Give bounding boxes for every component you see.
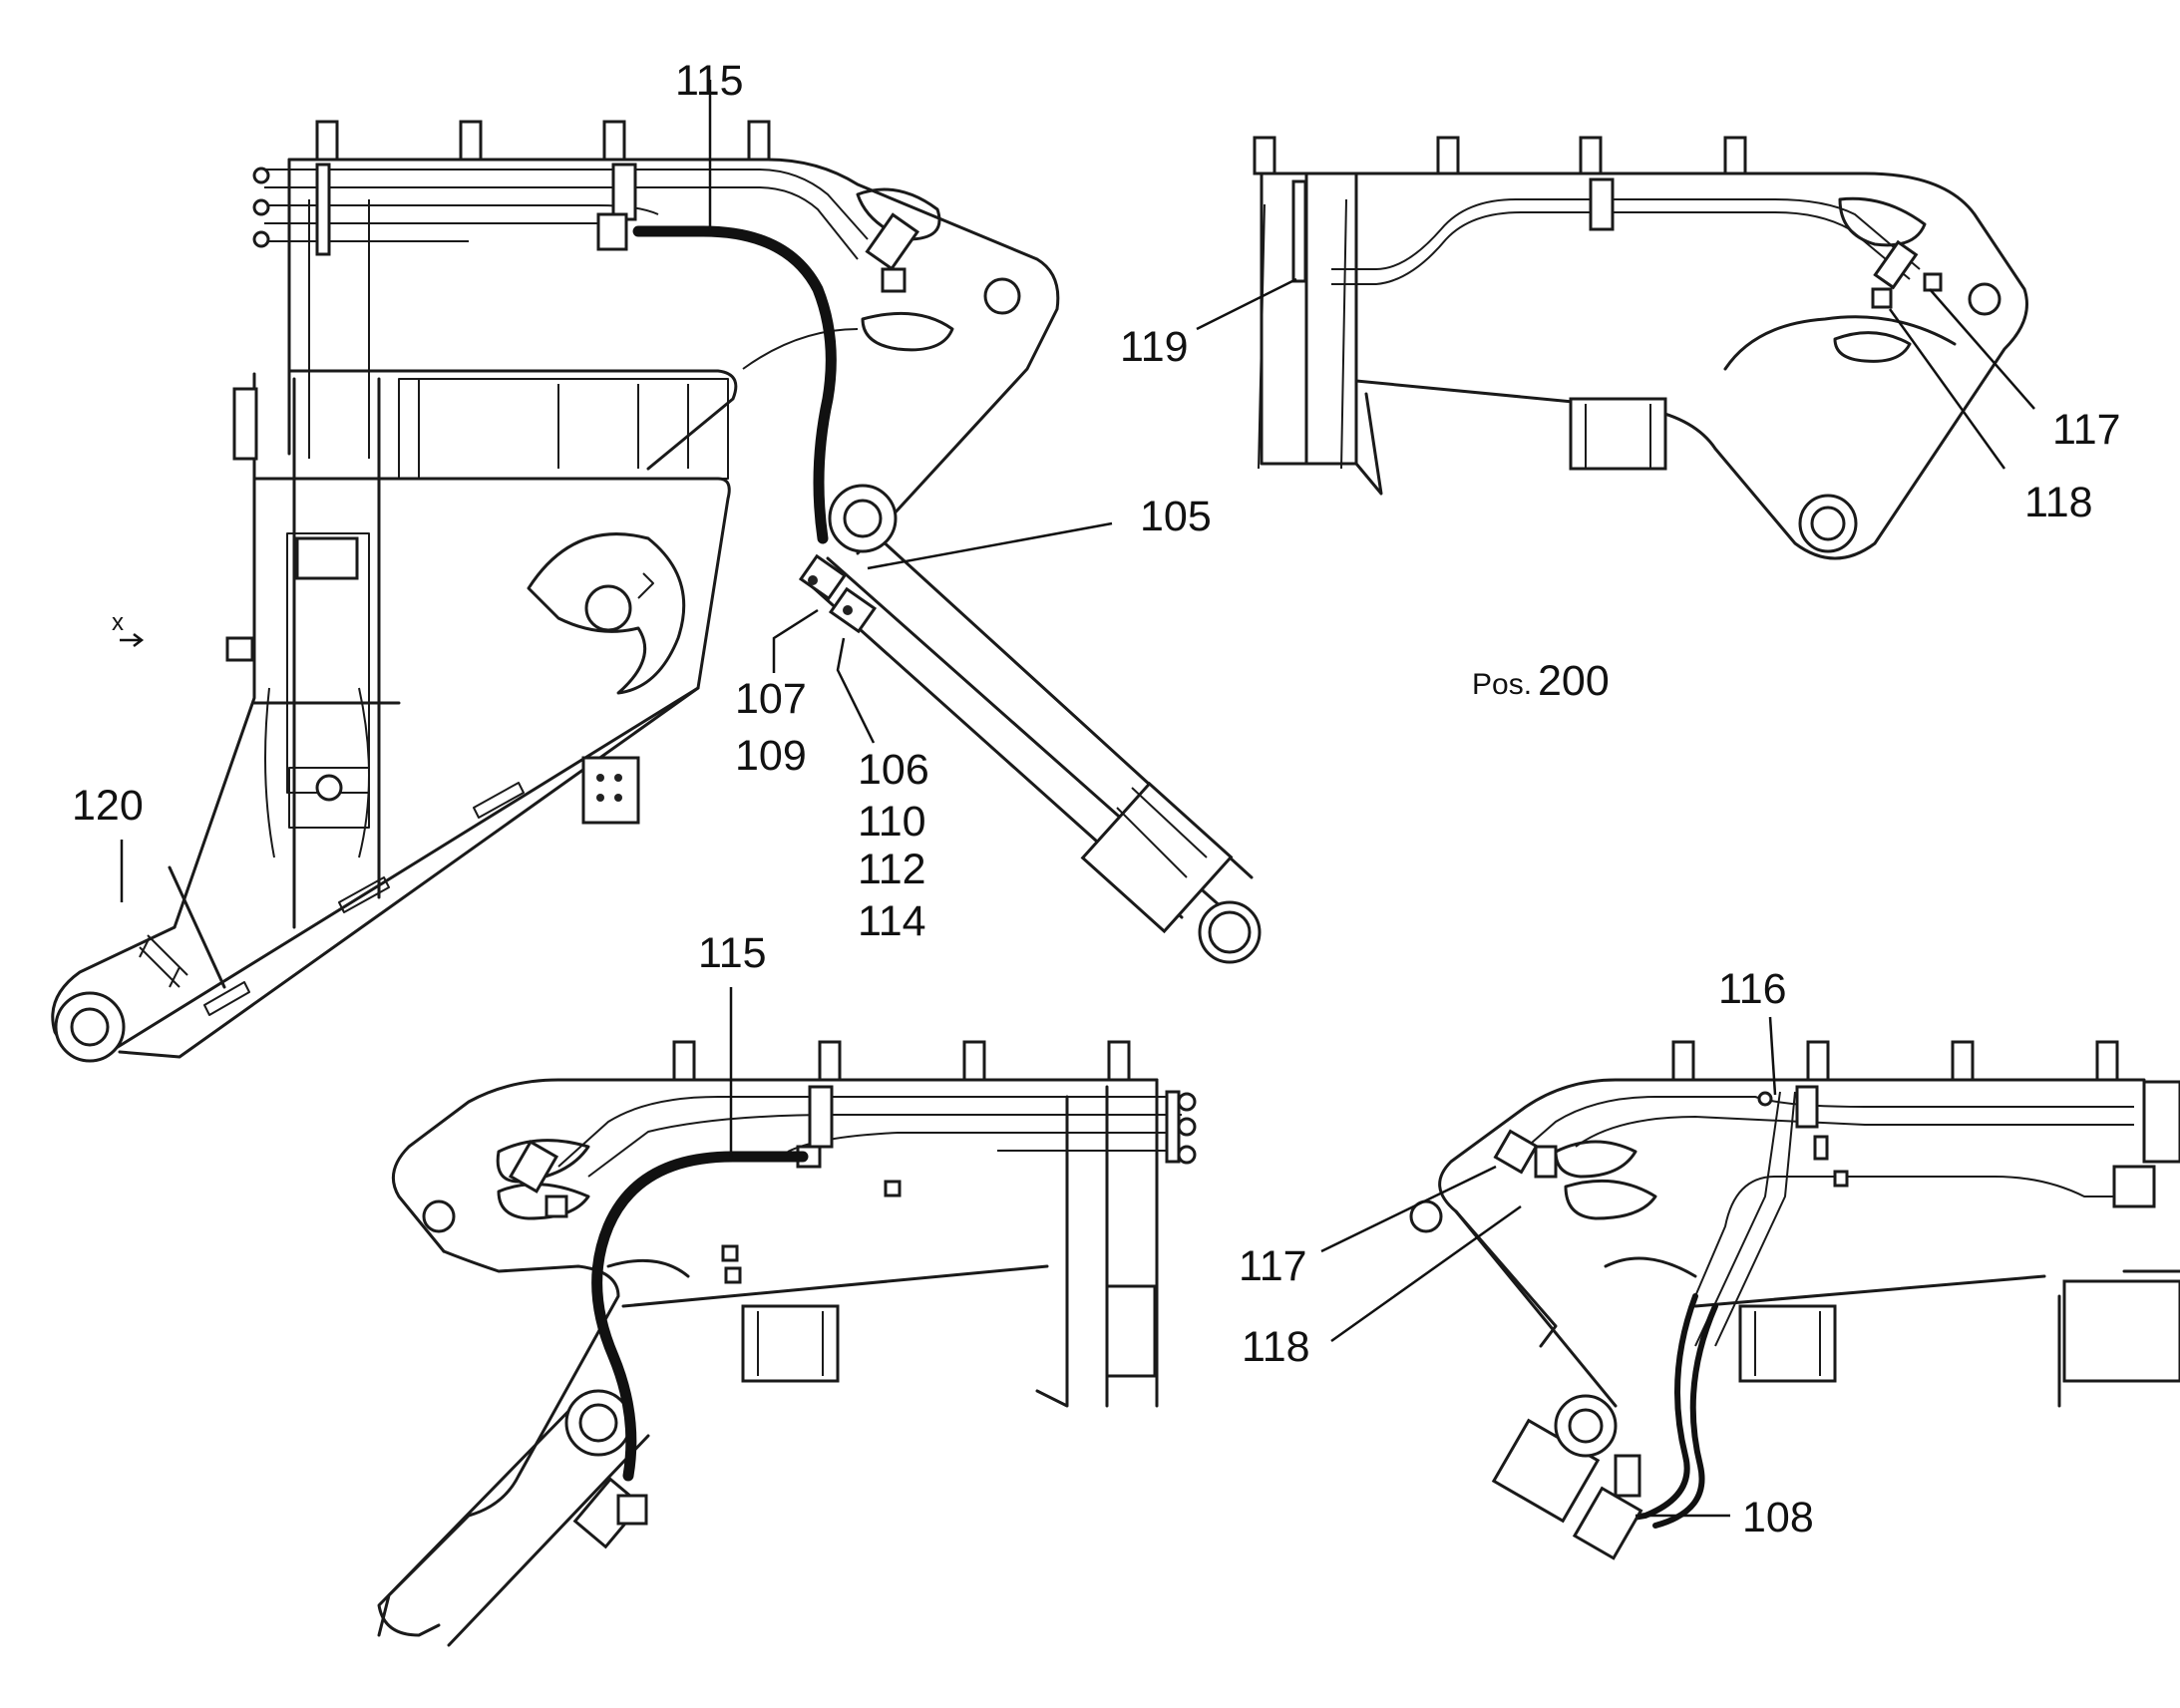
- label-114: 114: [858, 897, 926, 945]
- label-105: 105: [1140, 493, 1212, 540]
- view-lower-middle: 115: [377, 929, 1197, 1647]
- label-118-bottom: 118: [1242, 1323, 1310, 1371]
- label-112: 112: [858, 846, 926, 893]
- label-x-direction: x: [112, 609, 124, 636]
- label-108: 108: [1742, 1494, 1814, 1541]
- label-107: 107: [735, 675, 807, 723]
- label-109: 109: [735, 732, 807, 780]
- view-upper-right: 119 117 118 Pos. 200: [1120, 136, 2121, 705]
- label-117-top: 117: [2052, 406, 2121, 454]
- label-118-top: 118: [2024, 479, 2093, 526]
- label-106: 106: [858, 746, 929, 794]
- label-120: 120: [72, 782, 144, 830]
- position-number: 200: [1538, 657, 1610, 705]
- label-116: 116: [1718, 965, 1787, 1013]
- view-lower-right: 116 117 118 108: [1239, 965, 2180, 1560]
- label-119: 119: [1120, 323, 1189, 371]
- label-115-top: 115: [675, 57, 744, 105]
- position-prefix: Pos.: [1472, 668, 1532, 701]
- view-main-side: 115 105 107 109 106 110 112 114 120 x: [51, 57, 1262, 1063]
- label-110: 110: [858, 798, 926, 846]
- x-direction-arrow-icon: [120, 633, 145, 647]
- label-115-bottom: 115: [698, 929, 767, 977]
- label-117-bottom: 117: [1239, 1242, 1307, 1290]
